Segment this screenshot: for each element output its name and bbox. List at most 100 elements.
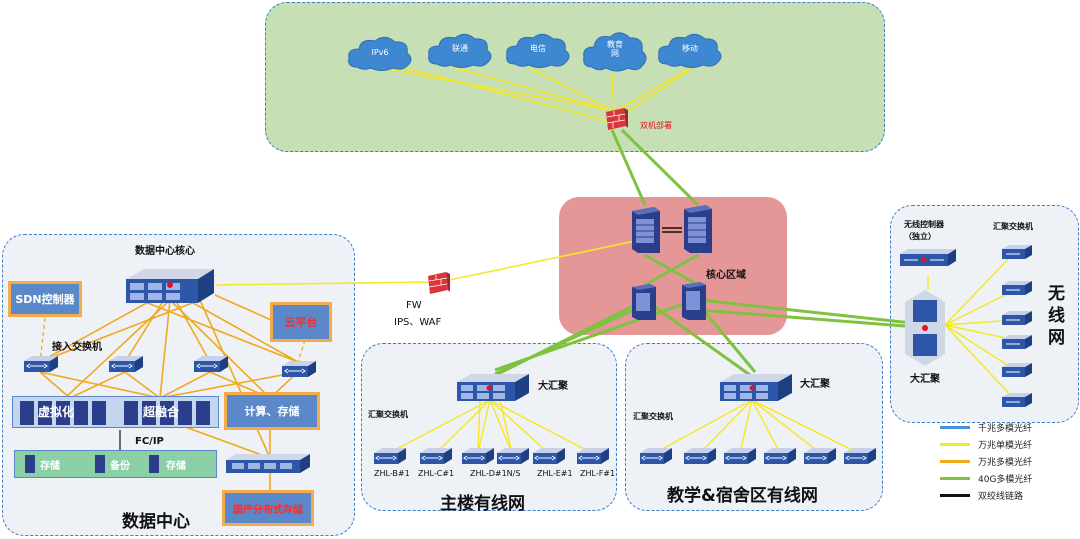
internet-zone xyxy=(265,2,885,152)
legend-label-1: 千兆多模光纤 xyxy=(978,424,1033,434)
edge-fw-label-1: FW xyxy=(406,300,422,311)
main-switch-label-2: ZHL-C#1 xyxy=(418,469,455,478)
access-switch-label: 接入交换机 xyxy=(52,342,102,353)
teaching-switch-2-icon xyxy=(682,447,718,465)
firewall-icon xyxy=(602,106,628,132)
core-zone xyxy=(559,197,787,335)
teaching-switch-5-icon xyxy=(802,447,838,465)
wireless-switch-1-icon xyxy=(1000,244,1034,260)
teaching-title: 教学&宿舍区有线网 xyxy=(667,486,818,506)
fcip-label: FC/IP xyxy=(135,436,164,447)
distributed-storage-box: 国产分布式存储 xyxy=(222,490,314,526)
legend-label-2: 万兆单模光纤 xyxy=(978,441,1033,451)
distributed-storage-label: 国产分布式存储 xyxy=(225,493,311,523)
legend-item-3: 万兆多模光纤 xyxy=(940,455,1032,468)
main-switch-2-icon xyxy=(418,447,454,465)
core-label: 核心区域 xyxy=(706,270,746,281)
wireless-agg-switch-label: 汇聚交换机 xyxy=(993,222,1033,231)
legend-swatch-5 xyxy=(940,494,970,497)
main-sub-label: 汇聚交换机 xyxy=(368,410,408,419)
cloud-mobile: 移动 xyxy=(655,30,725,70)
backup-icon xyxy=(94,454,106,474)
cloud-unicom: 联通 xyxy=(425,30,495,70)
storage-1-label: 存储 xyxy=(40,461,60,472)
firewall-label: 双机部署 xyxy=(640,121,672,130)
main-agg-switch-icon xyxy=(453,372,531,402)
storage-1-icon xyxy=(24,454,36,474)
cloud-label-edu: 教育 网 xyxy=(607,40,623,59)
hyperconverged-label: 超融合 xyxy=(143,405,180,419)
core-rack-2-icon xyxy=(682,203,714,255)
main-switch-1-icon xyxy=(372,447,408,465)
cloud-platform-box: 云平台 xyxy=(270,302,332,342)
main-switch-4-icon xyxy=(495,447,531,465)
legend-item-1: 千兆多模光纤 xyxy=(940,421,1032,434)
edge-firewall-icon xyxy=(424,270,450,296)
access-switch-1-icon xyxy=(22,355,60,373)
cloud-label-ipv6: IPv6 xyxy=(371,48,389,57)
cloud-label-mobile: 移动 xyxy=(682,44,698,53)
cloud-telecom: 电信 xyxy=(503,30,573,70)
wireless-switch-5-icon xyxy=(1000,362,1034,378)
main-building-zone xyxy=(361,343,617,511)
cloud-ipv6: IPv6 xyxy=(345,33,415,73)
backup-label: 备份 xyxy=(110,461,130,472)
core-rack-4-icon xyxy=(680,280,708,322)
hyperconverged-servers-icon xyxy=(122,398,214,426)
cloud-platform-label: 云平台 xyxy=(273,305,329,339)
wireless-agg-stack-icon xyxy=(905,290,945,366)
main-switch-6-icon xyxy=(575,447,611,465)
main-switch-label-3: ZHL-D#1N/S xyxy=(470,469,521,478)
main-switch-label-1: ZHL-B#1 xyxy=(374,469,410,478)
wireless-switch-3-icon xyxy=(1000,310,1034,326)
dc-core-switch-icon xyxy=(122,265,218,305)
teaching-switch-4-icon xyxy=(762,447,798,465)
sdn-controller-label: SDN控制器 xyxy=(11,284,79,314)
main-switch-5-icon xyxy=(531,447,567,465)
teaching-switch-6-icon xyxy=(842,447,878,465)
compute-storage-label: 计算、存储 xyxy=(227,395,317,427)
access-switch-4-icon xyxy=(280,360,318,378)
teaching-sub-label: 汇聚交换机 xyxy=(633,412,673,421)
teaching-switch-1-icon xyxy=(638,447,674,465)
wireless-controller-label-2: （独立） xyxy=(904,232,936,241)
wireless-title: 无线网 xyxy=(1048,284,1065,348)
legend-item-4: 40G多模光纤 xyxy=(940,472,1032,485)
storage-bar xyxy=(14,450,217,478)
sdn-controller-box: SDN控制器 xyxy=(8,281,82,317)
cloud-label-unicom: 联通 xyxy=(452,44,468,53)
virtualization-label: 虚拟化 xyxy=(38,405,75,419)
legend-item-5: 双绞线链路 xyxy=(940,489,1023,502)
wireless-switch-6-icon xyxy=(1000,392,1034,408)
teaching-switch-3-icon xyxy=(722,447,758,465)
distributed-storage-switch-icon xyxy=(222,452,312,474)
virtualization-servers-icon xyxy=(18,398,108,426)
core-rack-1-icon xyxy=(630,205,662,255)
edge-fw-label-2: IPS、WAF xyxy=(394,317,442,328)
main-agg-label: 大汇聚 xyxy=(538,381,568,392)
main-switch-label-4: ZHL-E#1 xyxy=(537,469,573,478)
main-building-title: 主楼有线网 xyxy=(440,494,525,514)
legend-label-3: 万兆多模光纤 xyxy=(978,458,1033,468)
legend-swatch-1 xyxy=(940,426,970,429)
teaching-agg-label: 大汇聚 xyxy=(800,379,830,390)
wireless-controller-icon xyxy=(898,248,958,268)
wireless-agg-label: 大汇聚 xyxy=(910,374,940,385)
legend-swatch-4 xyxy=(940,477,970,480)
compute-storage-box: 计算、存储 xyxy=(224,392,320,430)
dc-core-label: 数据中心核心 xyxy=(135,246,195,257)
core-rack-3-icon xyxy=(630,282,658,322)
main-switch-label-5: ZHL-F#1 xyxy=(580,469,616,478)
access-switch-3-icon xyxy=(192,355,230,373)
cloud-label-telecom: 电信 xyxy=(530,44,546,53)
storage-2-label: 存储 xyxy=(166,461,186,472)
wireless-switch-4-icon xyxy=(1000,334,1034,350)
wireless-switch-2-icon xyxy=(1000,280,1034,296)
main-switch-3-icon xyxy=(460,447,496,465)
access-switch-2-icon xyxy=(107,355,145,373)
legend-item-2: 万兆单模光纤 xyxy=(940,438,1032,451)
wireless-controller-label-1: 无线控制器 xyxy=(904,220,944,229)
legend-swatch-3 xyxy=(940,460,970,463)
storage-2-icon xyxy=(148,454,160,474)
legend-label-5: 双绞线链路 xyxy=(978,492,1024,502)
